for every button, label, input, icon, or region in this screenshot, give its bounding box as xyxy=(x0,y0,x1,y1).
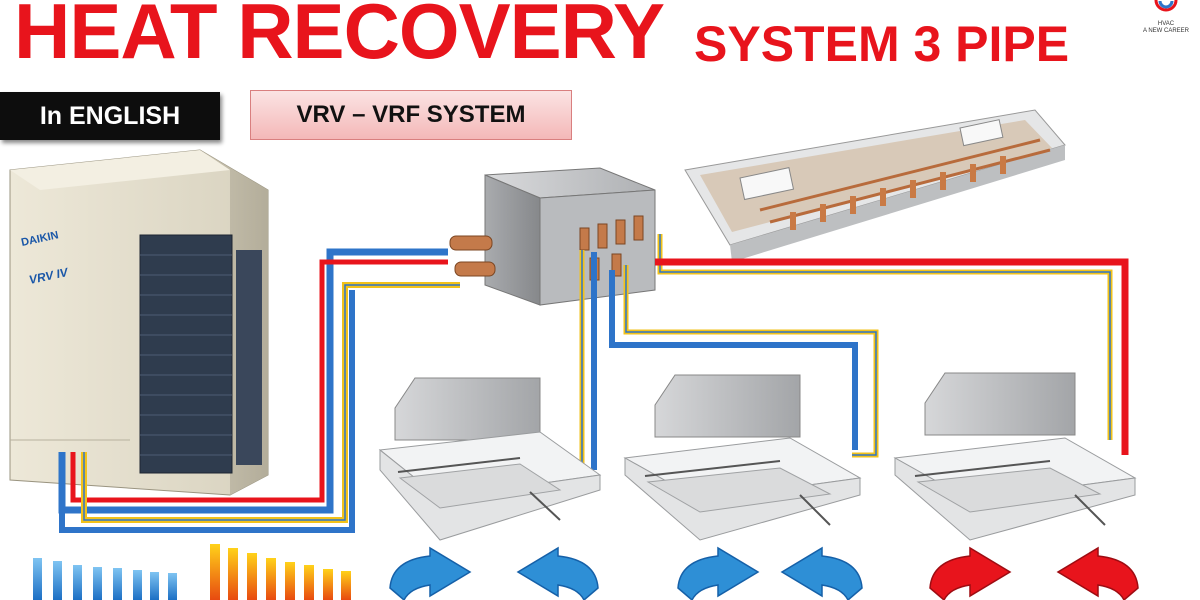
logo-line2: A NEW CAREER xyxy=(1142,28,1189,34)
airflow-arrows-3 xyxy=(929,546,1139,600)
brand-logo: HVAC A NEW CAREER xyxy=(1138,0,1194,38)
language-badge: In ENGLISH xyxy=(0,92,220,140)
orange-bars xyxy=(210,544,351,600)
outdoor-unit: DAIKIN VRV IV xyxy=(9,149,269,496)
indoor-unit-2 xyxy=(623,374,862,541)
blue-bars xyxy=(33,558,177,600)
airflow-arrows-1 xyxy=(389,546,599,600)
main-title: HEAT RECOVERY xyxy=(14,0,665,75)
hvac-logo-icon xyxy=(1154,0,1178,12)
branch-controller xyxy=(684,109,1066,262)
branch-pipes xyxy=(579,234,1129,470)
sub-title: SYSTEM 3 PIPE xyxy=(694,16,1070,72)
indoor-unit-3 xyxy=(893,372,1137,541)
indoor-unit-1 xyxy=(378,377,602,541)
airflow-arrows-2 xyxy=(677,546,863,600)
system-label: VRV – VRF SYSTEM xyxy=(250,90,572,140)
logo-line1: HVAC xyxy=(1157,21,1175,27)
main-pipe-run xyxy=(58,248,460,533)
